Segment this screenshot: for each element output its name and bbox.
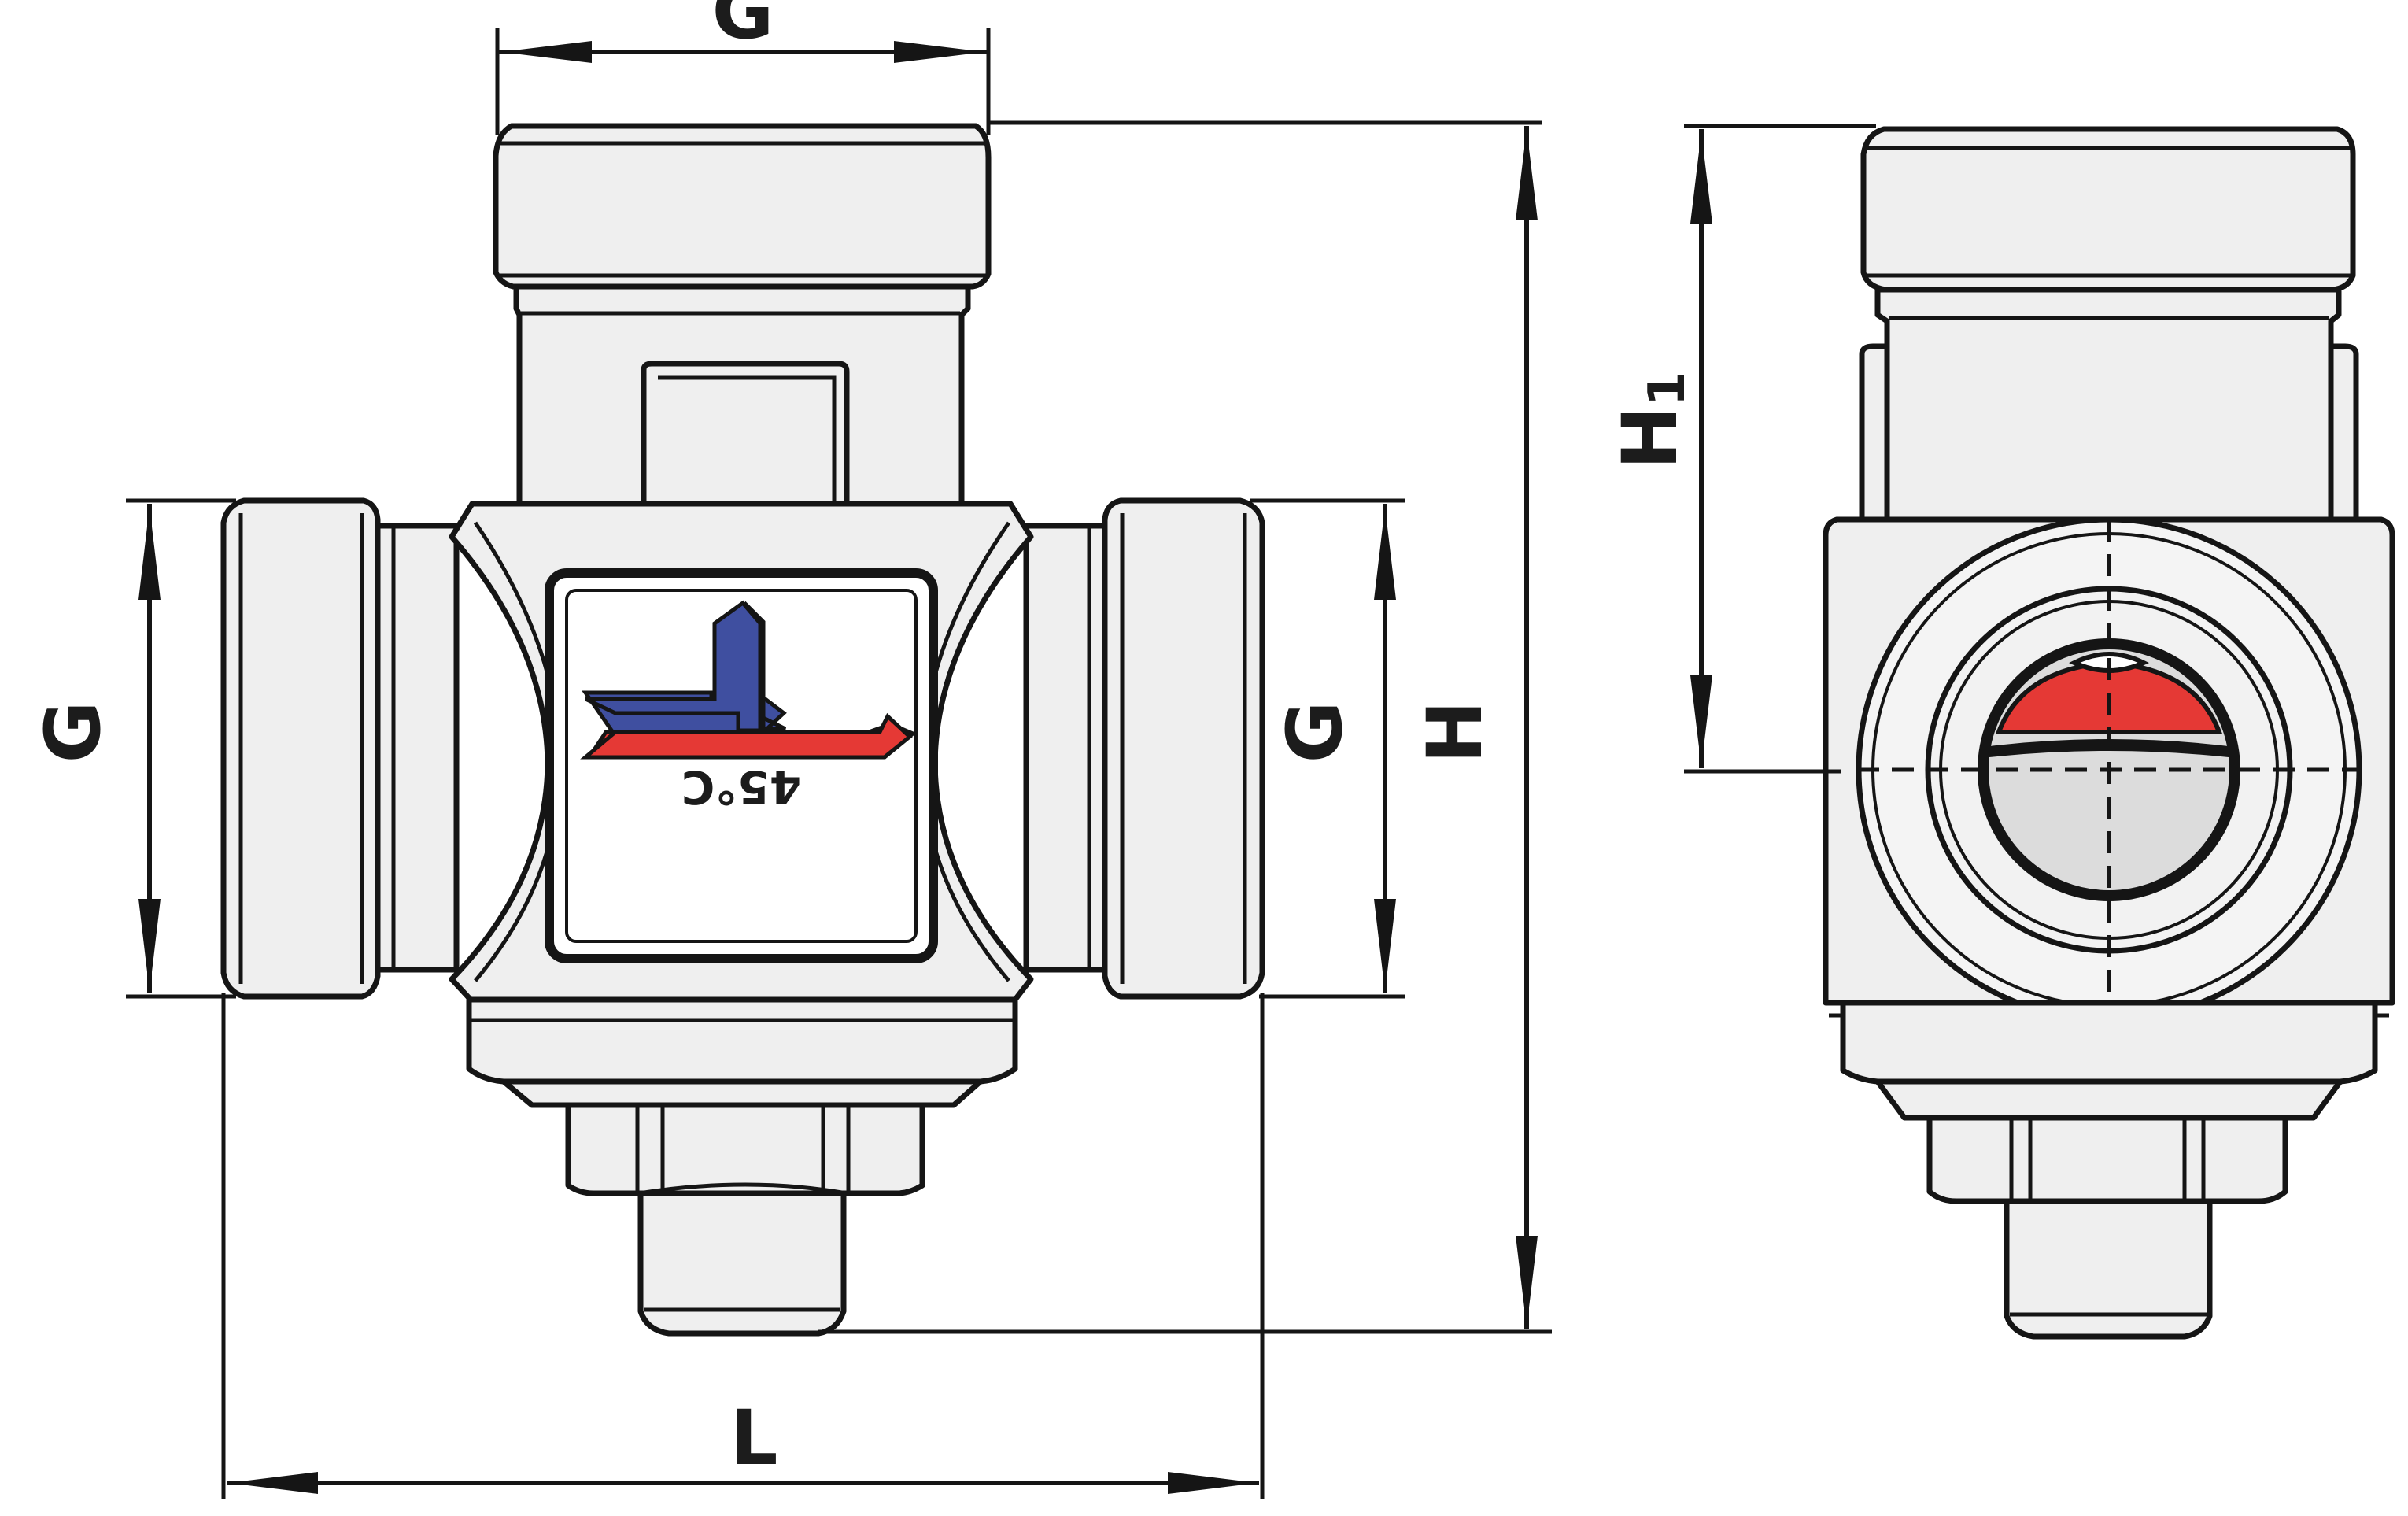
bottom-taper [500,1078,984,1108]
side-neck [1874,287,2342,523]
dimension-label-top-g: G [712,0,774,56]
dimension-label-left-g: G [29,701,117,764]
dimension-label-h: H [1411,701,1499,764]
dimension-label-l: L [729,1394,777,1482]
left-port [220,497,381,1000]
front-view: 45°C G G [29,0,1552,1499]
dimension-overall-length [221,993,1265,1499]
top-port-cap [493,123,992,290]
hex-nut [565,1102,925,1196]
dimension-label-h1: H1 [1606,372,1697,470]
side-view: H1 [1606,124,2395,1340]
temperature-label: 45°C [681,760,801,814]
side-top-cap [1860,126,2356,293]
dimension-right-port [1250,498,1405,999]
dimension-left-port [126,498,236,999]
dimension-side-height [1684,124,1876,774]
side-bottom-collar [1840,1000,2378,1085]
dimension-label-right-g: G [1271,701,1359,764]
top-lug [641,361,850,518]
bottom-collar [466,996,1018,1085]
dimension-top-port [495,28,991,135]
bottom-spigot [637,1190,847,1337]
right-port-neck [1023,523,1108,973]
side-hex-nut [1926,1115,2288,1204]
left-port-neck [375,523,460,973]
side-bottom-spigot [2004,1198,2213,1340]
dimension-overall-height [818,120,1552,1334]
right-port [1102,497,1265,1000]
